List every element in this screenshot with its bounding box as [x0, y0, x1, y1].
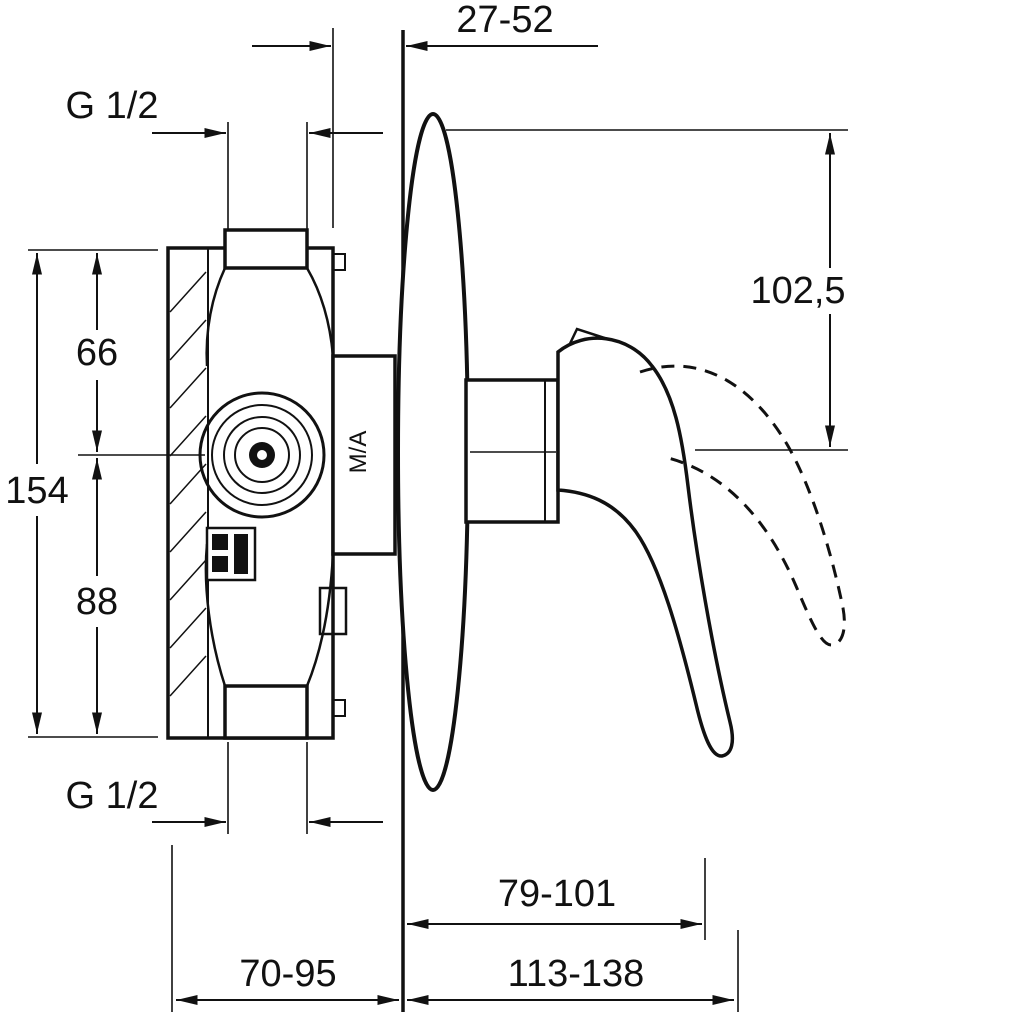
dim-label-bottom-left: 70-95: [239, 953, 336, 995]
stop-block: [318, 586, 348, 636]
valve-marking-label: M/A: [345, 431, 372, 474]
cartridge-circles: [198, 391, 326, 519]
handle-lever: [556, 327, 735, 758]
hatching: [169, 271, 207, 697]
pipe-stub-bottom: [223, 684, 309, 740]
dim-depth-range: [252, 28, 598, 228]
dim-handle-range: [407, 858, 706, 940]
dim-label-88: 88: [76, 581, 118, 623]
dim-label-bottom-right: 113-138: [508, 953, 645, 995]
pipe-stub-top: [223, 228, 309, 270]
dim-label-thread-top: G 1/2: [66, 85, 159, 127]
dim-thread-top: [152, 122, 383, 230]
dim-label-thread-bottom: G 1/2: [66, 775, 159, 817]
handle-hub: [464, 378, 560, 524]
dim-label-plate-height: 102,5: [750, 270, 845, 312]
dim-bottom-left: [171, 845, 399, 1012]
dim-label-handle-range: 79-101: [498, 873, 616, 915]
connector-block: [205, 526, 257, 582]
dim-label-66: 66: [76, 332, 118, 374]
dim-thread-bottom: [152, 742, 383, 834]
dim-label-154: 154: [5, 470, 68, 512]
dim-bottom-right: [407, 930, 739, 1012]
dimensions: [28, 28, 848, 1012]
valve-housing: [166, 228, 397, 740]
handle-lever-dashed: [639, 364, 846, 647]
dim-plate-height: [446, 129, 848, 451]
wall-sleeve: [331, 354, 397, 556]
dim-label-depth-range: 27-52: [456, 0, 553, 41]
escutcheon-plate: [396, 112, 470, 792]
